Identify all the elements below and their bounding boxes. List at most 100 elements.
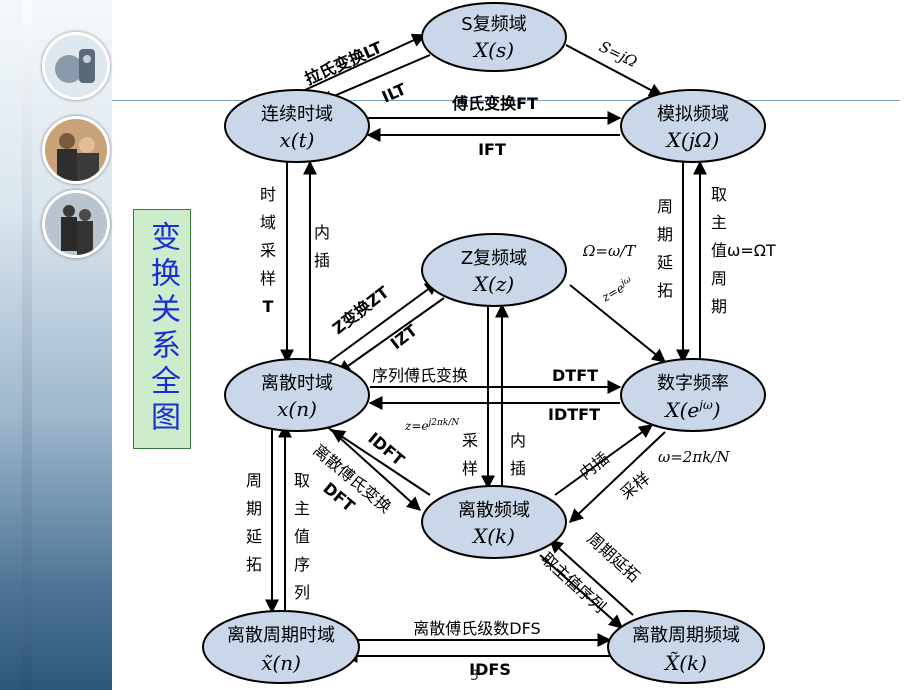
node-pf-sub: X̃(k) [663,651,707,675]
svg-text:拓: 拓 [246,555,262,574]
label-z-eq2: z=ej2πk/N [404,418,460,433]
svg-text:周: 周 [657,197,673,216]
svg-text:内: 内 [510,431,526,450]
svg-text:列: 列 [294,583,310,602]
svg-text:插: 插 [510,459,526,478]
business-photo-thumbnail [42,190,110,258]
node-ct-sub: x(t) [280,128,315,152]
node-pf-title: 离散周期频域 [632,625,740,646]
svg-text:期: 期 [657,225,673,244]
node-dk-sub: X(k) [471,524,515,548]
node-s-sub: X(s) [472,38,514,62]
label-zt: Z变换ZT [329,282,393,338]
svg-text:期: 期 [246,499,262,518]
arrow-z-to-dt [336,297,445,374]
node-ct-title: 连续时域 [261,104,333,125]
label-ft: 傅氏变换FT [451,94,538,113]
label-z-eq: z=ejω [598,274,636,305]
node-discrete-time: 离散时域 x(n) [224,358,370,432]
svg-text:序: 序 [294,555,310,574]
page-number: 3 [470,668,479,684]
label-idtft: IDTFT [548,405,600,424]
label-ift: IFT [478,140,506,159]
label-take-main-right: 取 主 值ω=ΩT 周 期 [711,185,776,316]
label-time-sampling: 时 域 采 样 T [260,185,276,316]
svg-text:值: 值 [294,527,310,546]
node-z-sub: X(z) [472,272,514,296]
svg-text:延: 延 [657,253,673,272]
sidebar-stripe [22,0,32,690]
label-sample-mid: 采 样 [462,431,478,478]
node-s-title: S复频域 [461,14,526,35]
svg-text:内: 内 [314,223,330,242]
node-dt-sub: x(n) [277,397,317,421]
svg-text:采: 采 [462,431,478,450]
svg-text:样: 样 [462,459,478,478]
node-af-title: 模拟频域 [657,104,729,125]
label-idfs: IDFS [469,660,511,679]
node-z-domain: Z复频域 X(z) [421,233,567,307]
svg-text:域: 域 [260,213,276,232]
svg-text:周: 周 [246,471,262,490]
sidebar-decoration [0,0,112,690]
arrow-pf-to-dk [548,539,634,616]
node-df-sub: X(ejω) [663,398,720,422]
svg-text:主: 主 [711,213,727,232]
svg-text:取: 取 [711,185,727,204]
arrow-df-to-dk [568,431,666,523]
svg-text:主: 主 [294,499,310,518]
node-discrete-frequency: 离散频域 X(k) [421,485,567,559]
node-periodic-frequency: 离散周期频域 X̃(k) [607,610,765,684]
svg-text:期: 期 [711,297,727,316]
node-periodic-time: 离散周期时域 x̃(n) [202,610,360,684]
label-omega-k: ω=2πk/N [658,448,730,466]
node-z-title: Z复频域 [461,248,527,269]
label-period-ext-left: 周 期 延 拓 [246,471,262,574]
label-interp-right: 内插 [576,448,613,483]
title-box: 变换关系全图 [133,209,191,449]
diagram-title: 变换关系全图 [145,221,180,437]
svg-text:延: 延 [246,527,262,546]
label-lt: 拉氏变换LT [302,38,385,89]
svg-text:取: 取 [294,471,310,490]
label-interp-mid: 内 插 [510,431,526,478]
arrow-z-to-df [569,284,667,363]
label-dfs: 离散傅氏级数DFS [413,619,540,638]
label-period-ext-right: 周 期 延 拓 [657,197,673,300]
arrow-ct-to-s [304,33,427,91]
label-omega-eq: Ω=ω/T [582,242,636,260]
arrow-dk-to-dt-idft [330,429,431,496]
arrow-dk-to-df [554,424,654,496]
svg-text:值ω=ΩT: 值ω=ΩT [711,241,776,260]
node-analog-frequency: 模拟频域 X(jΩ) [620,89,766,163]
node-dt-title: 离散时域 [261,373,333,394]
header-divider-line [112,100,900,101]
label-seq-ft: 序列傅氏变换 [372,366,468,385]
label-idft: IDFT [364,429,408,470]
node-digital-frequency: 数字频率 X(ejω) [620,358,766,432]
node-pt-sub: x̃(n) [261,651,301,675]
node-df-title: 数字频率 [657,373,729,394]
svg-text:拓: 拓 [657,281,673,300]
node-af-sub: X(jΩ) [665,128,720,152]
tech-photo-thumbnail [42,32,110,100]
node-s-domain: S复频域 X(s) [421,2,567,72]
arrow-dt-to-z [317,281,440,371]
svg-text:周: 周 [711,269,727,288]
arrow-dk-to-pf [539,554,624,629]
arrow-s-to-af [565,44,664,97]
label-dtft: DTFT [552,366,598,385]
node-pt-title: 离散周期时域 [227,625,335,646]
node-dk-title: 离散频域 [458,500,530,521]
svg-text:T: T [263,297,274,316]
svg-text:时: 时 [260,185,276,204]
label-izt: IZT [387,321,421,354]
label-s-jomega: S=jΩ [596,37,640,71]
node-continuous-time: 连续时域 x(t) [224,89,370,163]
svg-text:插: 插 [314,251,330,270]
arrow-s-to-ct [318,54,431,104]
label-take-main-left: 取 主 值 序 列 [294,471,310,602]
people-photo-thumbnail [42,116,110,184]
svg-text:采: 采 [260,241,276,260]
